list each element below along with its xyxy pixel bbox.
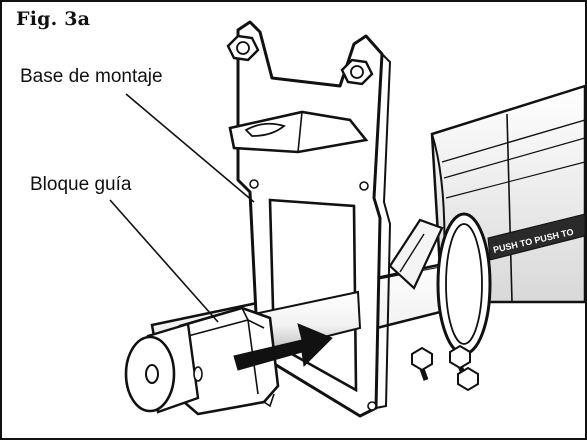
label-guide-block: Bloque guía [28,174,134,196]
label-mounting-base: Base de montaje [18,66,165,88]
leader-line-guide-block [109,199,219,323]
tube-end-cap [124,322,203,414]
bracket-bolt-right [340,58,374,86]
bracket-bolt-left [226,34,260,62]
insertion-arrow [233,323,333,371]
clamp-screws [411,344,479,392]
figure-title: Fig. 3a [16,8,91,30]
clamp-ring [388,212,492,356]
leader-line-mounting-base [125,93,255,203]
guide-block [178,306,280,416]
leader-lines [109,93,255,323]
